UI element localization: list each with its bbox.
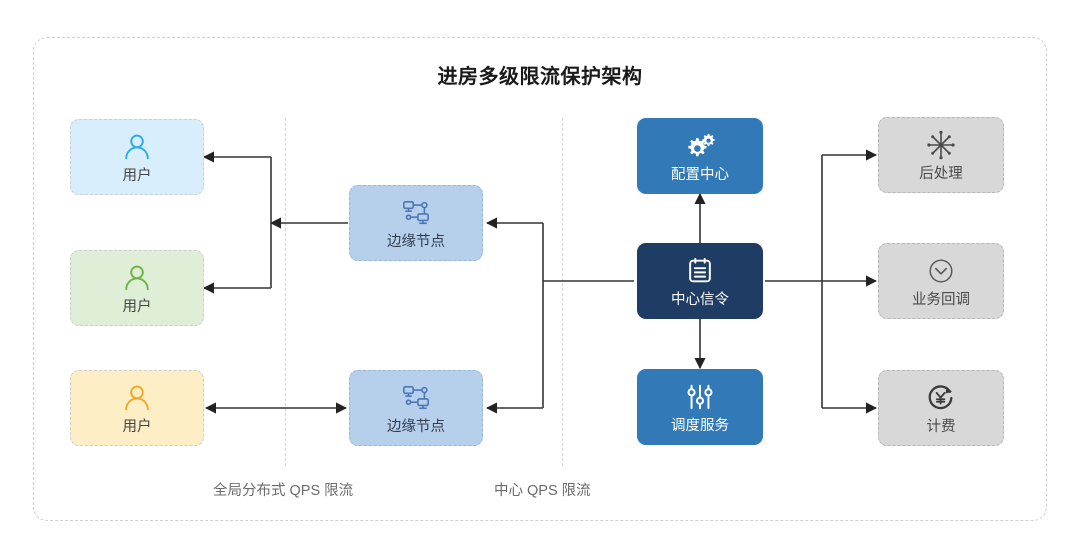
node-label: 边缘节点 — [387, 419, 445, 436]
user-icon — [122, 130, 152, 164]
node-edge-node-2[interactable]: 边缘节点 — [349, 370, 483, 446]
node-user-2[interactable]: 用户 — [70, 250, 204, 326]
node-center-signal[interactable]: 中心信令 — [637, 243, 763, 319]
node-config-center[interactable]: 配置中心 — [637, 118, 763, 194]
node-label: 后处理 — [919, 166, 963, 183]
node-label: 用户 — [122, 168, 152, 185]
node-edge-node-1[interactable]: 边缘节点 — [349, 185, 483, 261]
node-business-callback[interactable]: 业务回调 — [878, 243, 1004, 319]
node-post-process[interactable]: 后处理 — [878, 117, 1004, 193]
yen-refresh-icon — [925, 381, 957, 415]
document-list-icon — [685, 254, 715, 288]
node-label: 中心信令 — [671, 292, 729, 309]
gears-icon — [683, 129, 717, 163]
node-label: 调度服务 — [671, 418, 729, 435]
zone-label-center: 中心 QPS 限流 — [494, 483, 591, 499]
sliders-icon — [685, 380, 715, 414]
node-billing[interactable]: 计费 — [878, 370, 1004, 446]
node-user-3[interactable]: 用户 — [70, 370, 204, 446]
node-label: 用户 — [122, 299, 152, 316]
diagram-title: 进房多级限流保护架构 — [437, 66, 643, 88]
zone-divider-right — [562, 118, 563, 466]
node-label: 配置中心 — [671, 167, 729, 184]
node-schedule-service[interactable]: 调度服务 — [637, 369, 763, 445]
node-label: 计费 — [926, 419, 956, 436]
node-label: 业务回调 — [912, 292, 970, 309]
network-topology-icon — [401, 381, 431, 415]
zone-divider-left — [285, 118, 286, 466]
user-icon — [122, 381, 152, 415]
user-icon — [122, 261, 152, 295]
network-topology-icon — [401, 196, 431, 230]
node-label: 边缘节点 — [387, 234, 445, 251]
diagram-outer-frame — [33, 37, 1047, 521]
node-user-1[interactable]: 用户 — [70, 119, 204, 195]
zone-label-global: 全局分布式 QPS 限流 — [213, 483, 354, 499]
chevron-down-circle-icon — [926, 254, 956, 288]
node-label: 用户 — [122, 419, 152, 436]
starburst-icon — [925, 128, 957, 162]
